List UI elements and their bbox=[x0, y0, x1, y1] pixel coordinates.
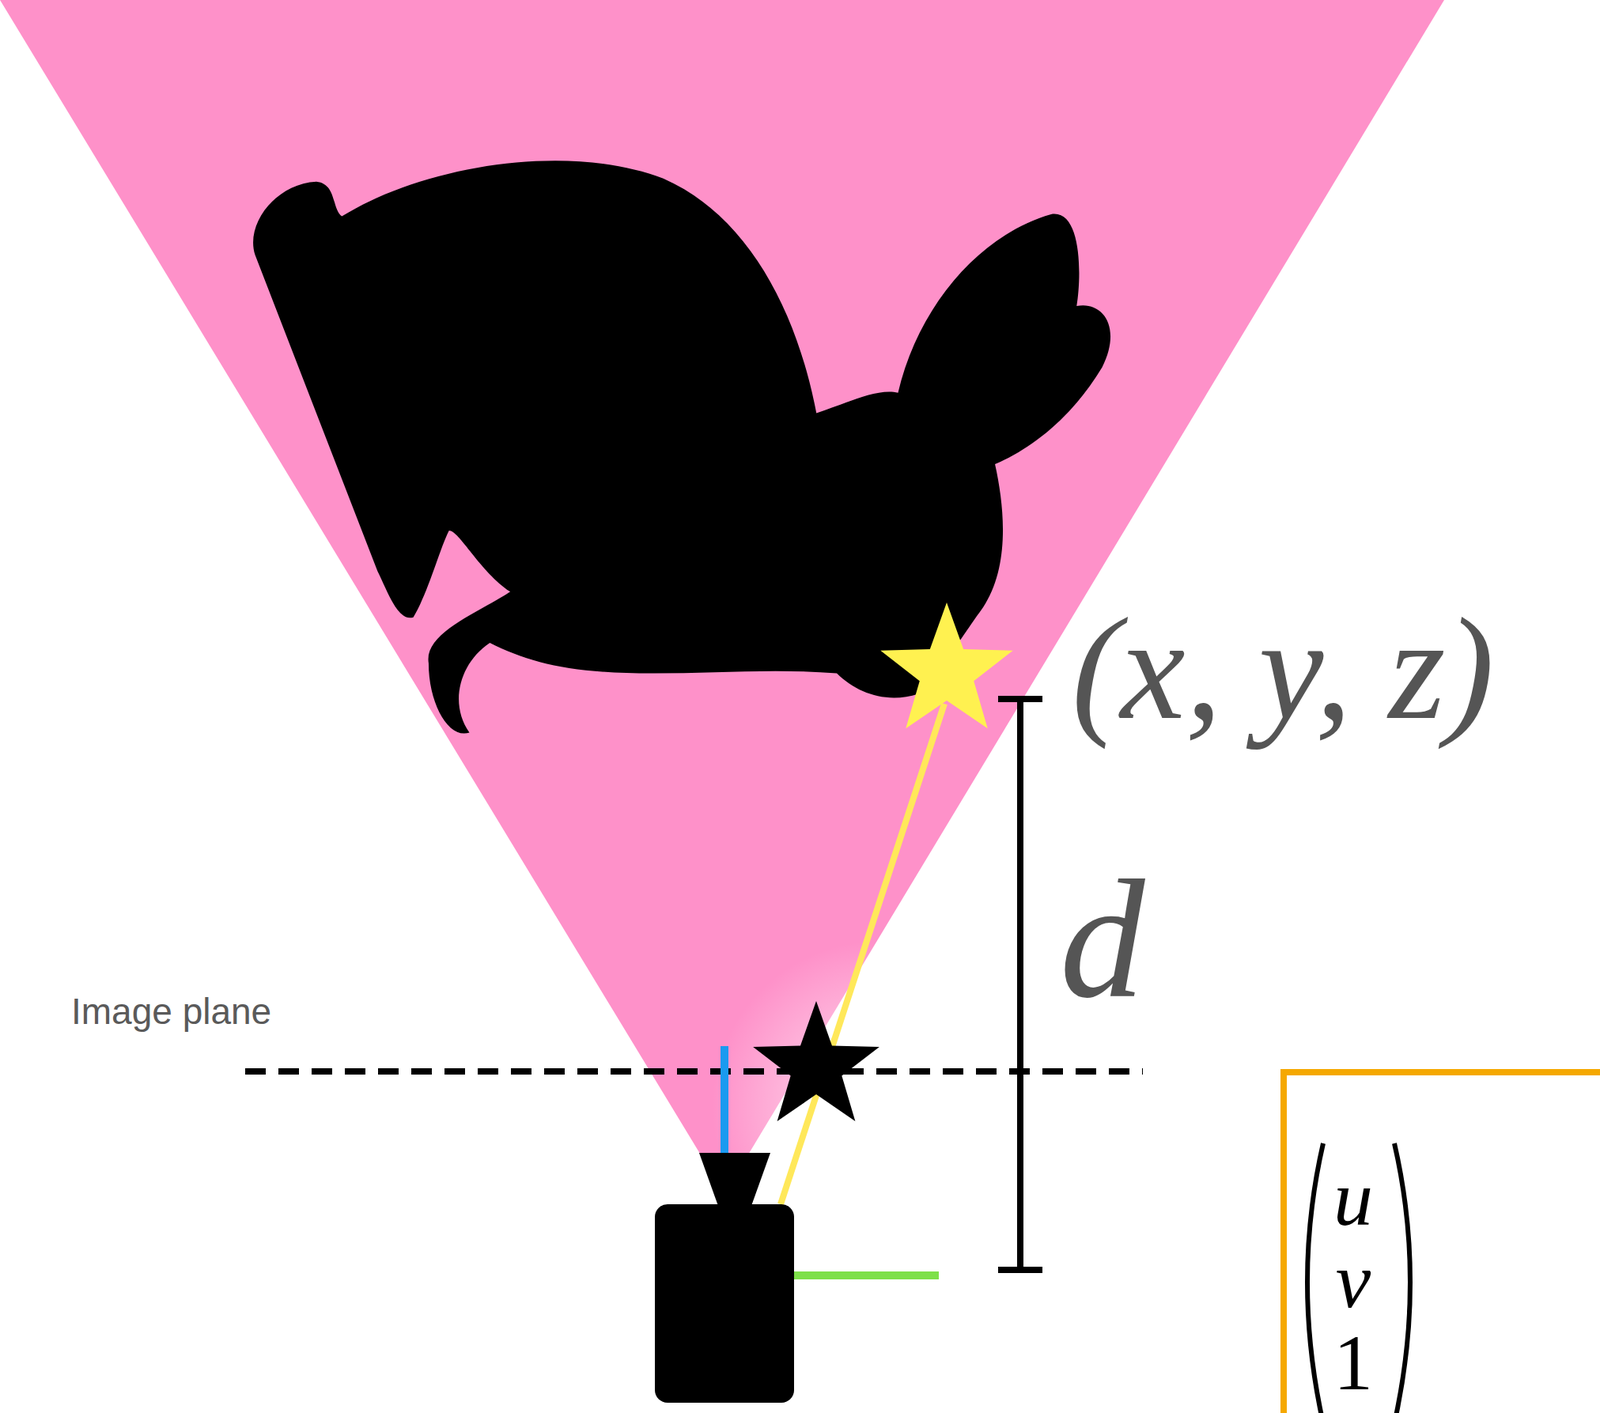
camera-axis-side bbox=[794, 1271, 939, 1280]
plane-label: Image plane bbox=[71, 993, 272, 1030]
camera-lens bbox=[699, 1153, 771, 1207]
vector-entry: v bbox=[1335, 1241, 1371, 1321]
distance-label: d bbox=[1059, 854, 1146, 1025]
bracket-cap bbox=[998, 1267, 1043, 1274]
image-plane-line bbox=[245, 1068, 1143, 1075]
bunny-group bbox=[253, 160, 1111, 734]
vector-entry: 1 bbox=[1333, 1323, 1374, 1404]
matrix-box: uv1 bbox=[1280, 1069, 1600, 1413]
distance-bracket bbox=[1017, 699, 1024, 1271]
camera-body bbox=[654, 1204, 795, 1404]
left-parenthesis bbox=[1307, 1143, 1324, 1413]
right-parenthesis bbox=[1394, 1143, 1411, 1413]
projection-ray bbox=[780, 703, 945, 1205]
bunny-silhouette bbox=[253, 160, 1111, 734]
camera-axis-up bbox=[720, 1046, 729, 1155]
vector-entry: u bbox=[1333, 1159, 1374, 1239]
bracket-cap bbox=[998, 695, 1043, 703]
projected-point-star bbox=[752, 1001, 880, 1122]
world-point-star bbox=[880, 602, 1013, 729]
point-coordinates: (x, y, z) bbox=[1071, 595, 1495, 742]
